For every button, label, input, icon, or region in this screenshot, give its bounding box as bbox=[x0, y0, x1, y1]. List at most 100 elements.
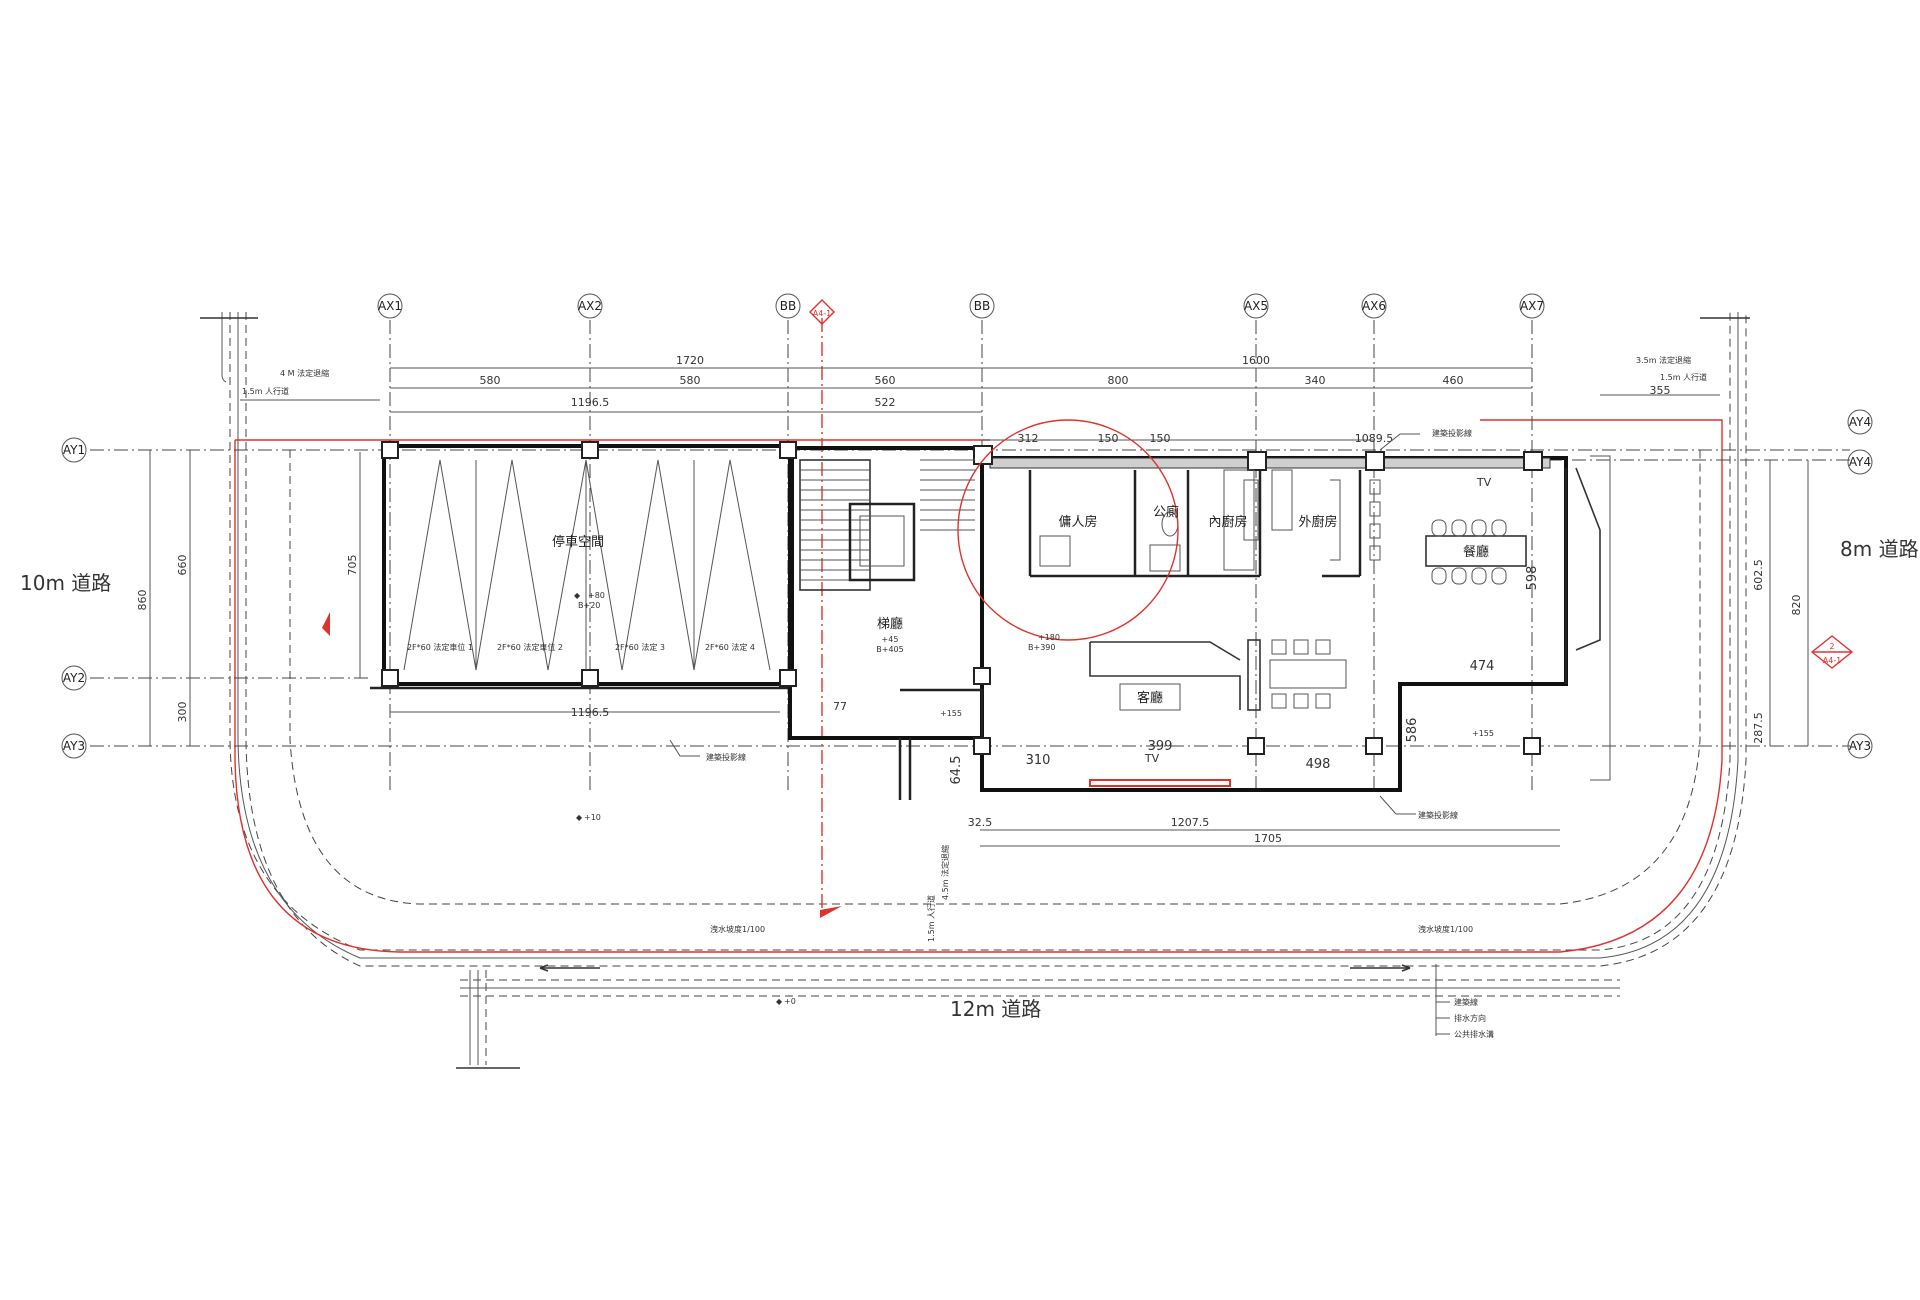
level-parking: +80 bbox=[588, 591, 605, 600]
dim-top-total: 1720 bbox=[676, 354, 704, 367]
legend-item-2: 排水方向 bbox=[1454, 1013, 1486, 1023]
dim-77: 77 bbox=[833, 700, 847, 713]
grid-ay3-left: AY3 bbox=[63, 739, 85, 753]
dim-setback-355: 355 bbox=[1650, 384, 1671, 397]
road-labels: 10m 道路 8m 道路 12m 道路 bbox=[20, 537, 1919, 1021]
level-living-b: B+390 bbox=[1028, 643, 1055, 652]
level-east: +155 bbox=[1472, 729, 1494, 738]
grid-ay4-a: AY4 bbox=[1849, 415, 1871, 429]
dim-310: 310 bbox=[1026, 753, 1051, 768]
level-parking-b: B+20 bbox=[578, 601, 600, 610]
dim-64: 64.5 bbox=[949, 756, 964, 785]
dim-right-820: 820 bbox=[1790, 595, 1803, 616]
road-right: 8m 道路 bbox=[1840, 537, 1919, 561]
dim-150a: 150 bbox=[1098, 432, 1119, 445]
detail-callout bbox=[322, 299, 1854, 918]
parking-slot-1: 2F*60 法定車位 1 bbox=[407, 642, 473, 652]
dim-800: 800 bbox=[1108, 374, 1129, 387]
grid-bubble-labels: AX1 AX2 BB BB AX5 AX6 AX7 AY1 AY2 AY3 AY… bbox=[63, 299, 1871, 753]
section-mark: 2 A4-1 A4-1 bbox=[813, 309, 1842, 665]
level-foyer-b: B+405 bbox=[876, 645, 903, 654]
dim-150b: 150 bbox=[1150, 432, 1171, 445]
parking-slot-3: 2F*60 法定 3 bbox=[615, 642, 665, 652]
legend-item-3: 公共排水溝 bbox=[1454, 1029, 1494, 1039]
dim-460: 460 bbox=[1443, 374, 1464, 387]
columns bbox=[381, 441, 1543, 755]
room-living: 客廳 bbox=[1137, 690, 1163, 706]
level-yard: +10 bbox=[584, 813, 601, 822]
dim-1089: 1089.5 bbox=[1355, 432, 1394, 445]
room-outer-kitchen: 外廚房 bbox=[1298, 514, 1337, 530]
dim-1196-bottom: 1196.5 bbox=[571, 706, 610, 719]
grid-ax1: AX1 bbox=[378, 299, 402, 313]
level-living: +180 bbox=[1038, 633, 1060, 642]
level-marker-glyph-1: ◆ bbox=[574, 591, 581, 600]
room-foyer: 梯廳 bbox=[877, 616, 903, 632]
level-road: +0 bbox=[784, 997, 796, 1006]
dim-522: 522 bbox=[875, 396, 896, 409]
note-projection-3: 建築投影線 bbox=[1418, 810, 1458, 820]
grid-ax5: AX5 bbox=[1244, 299, 1268, 313]
dim-586: 586 bbox=[1405, 718, 1420, 743]
section-mark-top: A4-1 bbox=[813, 309, 832, 318]
note-setback-bottom: 4.5m 法定退縮 bbox=[940, 845, 950, 900]
level-marker-glyph-3: ◆ bbox=[776, 997, 783, 1006]
note-setback-right-top: 3.5m 法定退縮 bbox=[1636, 355, 1691, 365]
grid-ax6: AX6 bbox=[1362, 299, 1386, 313]
grid-ay3-right: AY3 bbox=[1849, 739, 1871, 753]
parking-slot-labels: 2F*60 法定車位 1 2F*60 法定車位 2 2F*60 法定 3 2F*… bbox=[407, 642, 755, 652]
dim-598: 598 bbox=[1525, 566, 1540, 591]
dim-left-860: 860 bbox=[136, 590, 149, 611]
room-servant: 傭人房 bbox=[1058, 514, 1097, 530]
level-foyer: +45 bbox=[882, 635, 899, 644]
dim-580b: 580 bbox=[680, 374, 701, 387]
section-mark-num: 2 bbox=[1829, 642, 1834, 651]
road-left: 10m 道路 bbox=[20, 571, 111, 595]
section-mark-sheet: A4-1 bbox=[1823, 656, 1842, 665]
room-inner-kitchen: 內廚房 bbox=[1208, 514, 1247, 530]
note-slope-right: 洩水坡度1/100 bbox=[1418, 924, 1473, 934]
grid-bb2: BB bbox=[974, 299, 990, 313]
furniture bbox=[1039, 469, 1527, 711]
dimension-lines bbox=[149, 367, 1809, 847]
room-parking: 停車空間 bbox=[552, 534, 604, 550]
note-projection-1: 建築投影線 bbox=[1432, 428, 1472, 438]
tv-living: TV bbox=[1144, 752, 1160, 765]
dim-right-602: 602.5 bbox=[1752, 559, 1765, 591]
dim-1705: 1705 bbox=[1254, 832, 1282, 845]
parking-stalls bbox=[403, 459, 771, 671]
dim-inner-705: 705 bbox=[346, 555, 359, 576]
road-bottom: 12m 道路 bbox=[950, 997, 1041, 1021]
site-boundary bbox=[200, 312, 1750, 1069]
level-markers: +80 B+20 +45 B+405 +180 B+390 +155 +155 … bbox=[574, 591, 1494, 1006]
grid-ay4-b: AY4 bbox=[1849, 455, 1871, 469]
note-sidewalk-left: 1.5m 人行道 bbox=[242, 386, 289, 396]
staircase bbox=[799, 459, 975, 591]
level-marker-glyph-2: ◆ bbox=[576, 813, 583, 822]
dim-312: 312 bbox=[1018, 432, 1039, 445]
legend: 建築線 排水方向 公共排水溝 bbox=[1435, 964, 1494, 1039]
parking-slot-4: 2F*60 法定 4 bbox=[705, 642, 755, 652]
dim-right-287: 287.5 bbox=[1752, 712, 1765, 744]
annotations: 4 M 法定退縮 1.5m 人行道 3.5m 法定退縮 1.5m 人行道 1.5… bbox=[242, 355, 1707, 942]
note-sidewalk-right: 1.5m 人行道 bbox=[1660, 372, 1707, 382]
grid-ax2: AX2 bbox=[578, 299, 602, 313]
grid-ay1: AY1 bbox=[63, 443, 85, 457]
dim-340: 340 bbox=[1305, 374, 1326, 387]
dim-498: 498 bbox=[1306, 757, 1331, 772]
grid-bubbles bbox=[61, 293, 1873, 759]
dim-580a: 580 bbox=[480, 374, 501, 387]
dim-1207: 1207.5 bbox=[1171, 816, 1210, 829]
room-dining: 餐廳 bbox=[1463, 544, 1489, 560]
note-setback-left-top: 4 M 法定退縮 bbox=[280, 368, 329, 378]
note-sidewalk-bottom: 1.5m 人行道 bbox=[926, 895, 936, 942]
dim-399: 399 bbox=[1148, 739, 1173, 754]
room-labels: 停車空間 梯廳 傭人房 公廁 內廚房 外廚房 餐廳 客廳 TV TV bbox=[552, 476, 1492, 765]
level-entry: +155 bbox=[940, 709, 962, 718]
note-slope-left: 洩水坡度1/100 bbox=[710, 924, 765, 934]
grid-bb1: BB bbox=[780, 299, 796, 313]
dim-32: 32.5 bbox=[968, 816, 993, 829]
dim-left-660: 660 bbox=[176, 555, 189, 576]
parking-slot-2: 2F*60 法定車位 2 bbox=[497, 642, 563, 652]
